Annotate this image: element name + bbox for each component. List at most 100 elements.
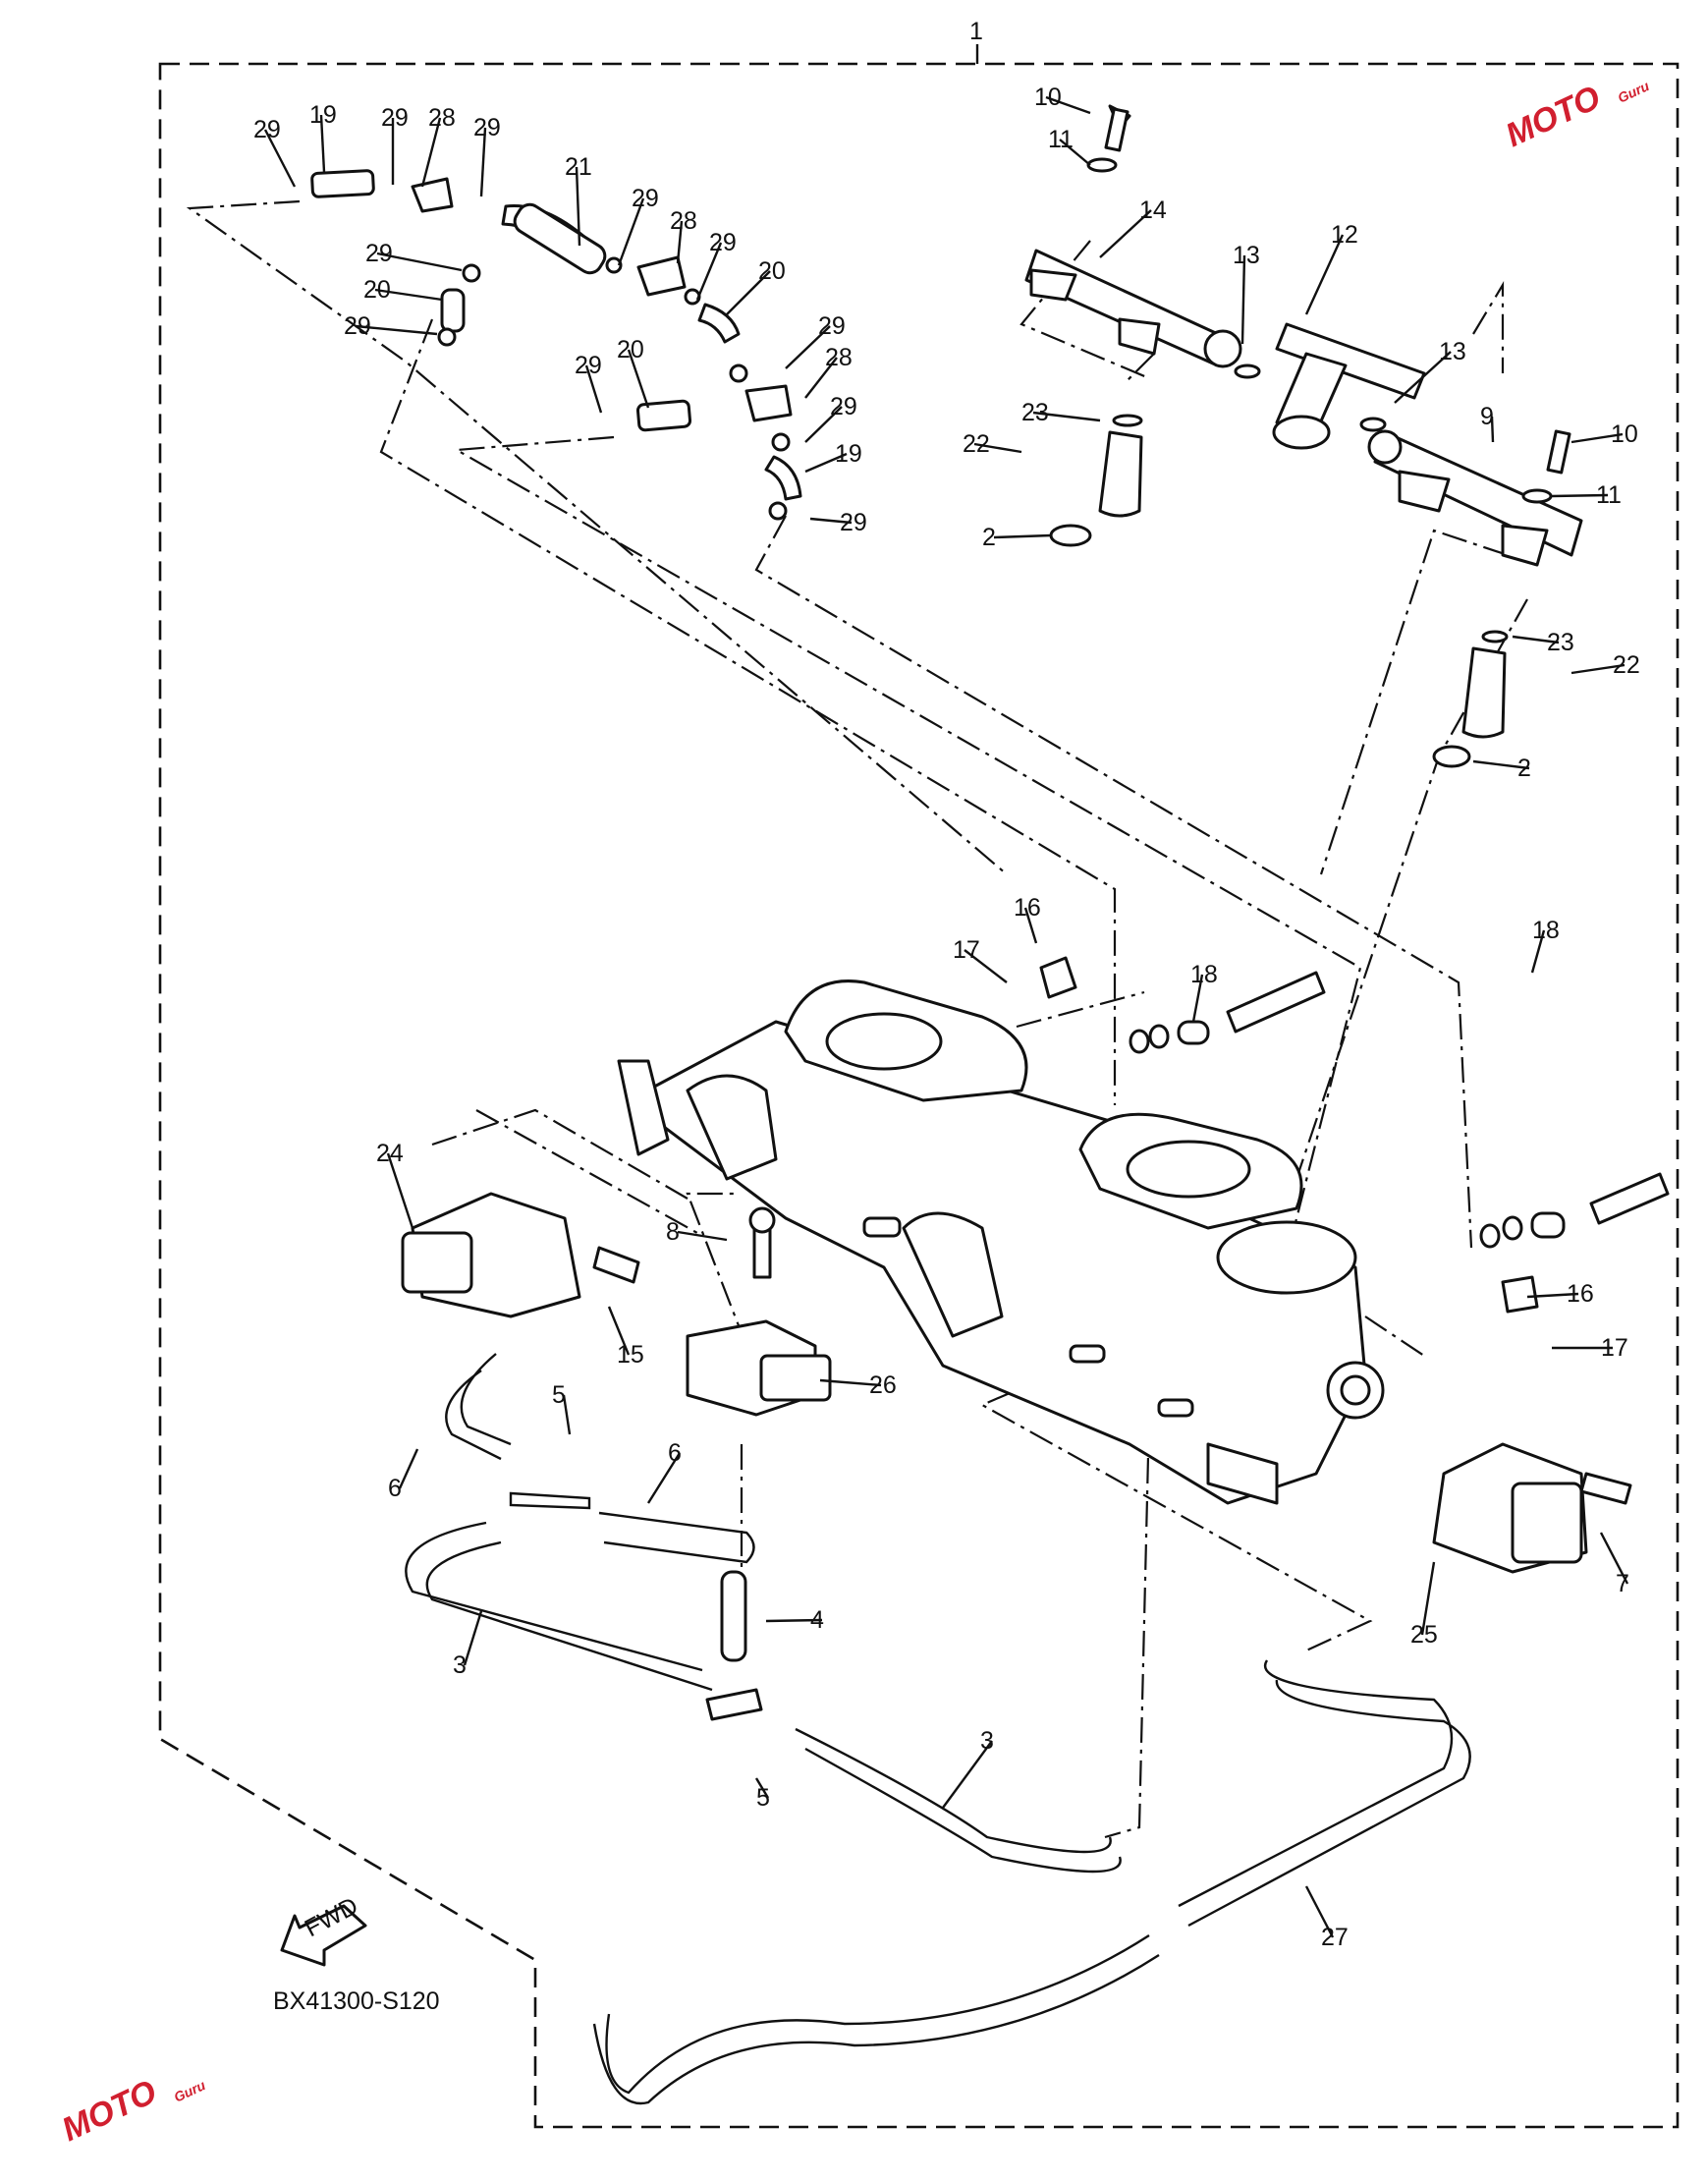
callout-leader <box>1570 432 1624 444</box>
callout-leader <box>964 949 1008 983</box>
part-number-label: 29 <box>709 229 737 256</box>
fuel-hose-cluster <box>310 169 802 521</box>
callout-leader <box>809 517 853 525</box>
part-number-label: 28 <box>825 344 853 371</box>
part-number-label: 12 <box>1331 221 1358 249</box>
callout-leader <box>617 197 645 266</box>
part-number-label: 22 <box>1613 651 1640 679</box>
part-number-label: 28 <box>670 207 697 235</box>
part-number-label: 16 <box>1014 894 1041 922</box>
part-number-label: 8 <box>666 1218 680 1246</box>
part-number-label: 29 <box>840 509 867 536</box>
callout-leader <box>1394 351 1452 404</box>
part-number-label: 2 <box>1517 755 1531 782</box>
part-number-label: 10 <box>1611 420 1638 448</box>
part-number-label: 6 <box>388 1475 402 1502</box>
part-number-label: 9 <box>1480 403 1494 430</box>
callout-leader <box>1099 209 1152 258</box>
callout-leader <box>584 364 603 414</box>
part-number-label: 19 <box>835 440 862 468</box>
part-number-label: 19 <box>309 101 337 129</box>
callout-leader <box>1526 1292 1579 1299</box>
part-number-label: 11 <box>1596 481 1622 509</box>
callout-leader <box>942 1740 993 1809</box>
sub-throttle-sensor <box>1432 1442 1632 1574</box>
callout-leader <box>646 1452 682 1504</box>
part-number-label: 4 <box>810 1606 824 1634</box>
part-number-label: 18 <box>1532 917 1560 944</box>
watermark-bottom-sub: Guru <box>172 2077 208 2105</box>
part-number-label: 15 <box>617 1341 644 1369</box>
callout-leader <box>562 1394 572 1435</box>
part-number-label: 10 <box>1034 84 1062 111</box>
callout-leader <box>1023 907 1038 944</box>
callout-leader <box>420 117 442 188</box>
forward-arrow-icon: FWD <box>280 1892 367 1967</box>
part-number-label: 3 <box>980 1727 994 1755</box>
part-number-label: 28 <box>428 104 456 132</box>
part-number-label: 29 <box>253 116 281 143</box>
part-number-label: 25 <box>1410 1621 1438 1649</box>
callout-leader <box>1059 139 1091 166</box>
part-number-label: 13 <box>1439 338 1466 365</box>
part-number-label: 29 <box>632 185 659 212</box>
part-number-label: 17 <box>953 936 980 964</box>
part-number-label: 6 <box>668 1439 682 1467</box>
callout-leader <box>1570 663 1625 675</box>
callout-leader <box>785 325 831 369</box>
part-number-label: 26 <box>869 1371 897 1399</box>
watermark-top-sub: Guru <box>1616 78 1652 106</box>
callout-leader <box>1045 95 1091 115</box>
callout-leader <box>695 242 723 301</box>
callout-leader <box>1240 254 1246 345</box>
callout-leader <box>1512 635 1560 644</box>
callout-leader <box>376 252 463 272</box>
part-number-label: 24 <box>376 1140 404 1167</box>
callout-leader <box>1420 1561 1436 1636</box>
idle-adjust-screws <box>1039 956 1670 1314</box>
callout-leader <box>1599 1532 1629 1585</box>
part-number-label: 14 <box>1139 196 1167 224</box>
callout-leader <box>819 1378 882 1387</box>
callout-leader <box>765 1618 823 1623</box>
assembly-number-label: 1 <box>969 18 983 45</box>
part-number-label: 29 <box>575 352 602 379</box>
callout-leader <box>993 533 1052 539</box>
part-number-label: 29 <box>830 393 857 420</box>
part-number-label: 16 <box>1567 1280 1594 1308</box>
part-number-label: 13 <box>1233 242 1260 269</box>
callout-leader <box>1032 411 1101 422</box>
part-number-label: 2 <box>982 524 996 551</box>
assembly-boundary <box>158 62 1680 2129</box>
part-number-label: 20 <box>617 336 644 364</box>
part-number-label: 20 <box>363 276 391 304</box>
part-number-label: 29 <box>818 312 846 340</box>
callout-leader <box>575 166 581 247</box>
callout-leader <box>374 288 443 302</box>
part-number-label: 5 <box>552 1381 566 1409</box>
callout-leader <box>1551 493 1609 498</box>
part-number-label: 22 <box>963 430 990 458</box>
callout-leader <box>1472 759 1530 770</box>
callout-leader <box>627 349 650 409</box>
callout-leader <box>726 270 771 315</box>
throttle-position-sensor <box>401 1192 640 1318</box>
diagram-code: BX41300-S120 <box>273 1987 440 2015</box>
watermark-bottom: MOTO <box>56 2073 162 2149</box>
part-number-label: 17 <box>1601 1334 1628 1362</box>
part-number-label: 7 <box>1616 1570 1629 1597</box>
fuel-injector-left <box>1049 414 1143 547</box>
fuel-injector-right <box>1432 630 1509 768</box>
part-number-label: 23 <box>1547 629 1574 656</box>
callout-leader <box>804 357 838 399</box>
callout-leader <box>479 127 487 197</box>
callout-leader <box>1490 416 1495 443</box>
part-number-label: 5 <box>756 1784 770 1812</box>
callout-leader <box>463 1610 483 1666</box>
part-number-label: 27 <box>1321 1924 1349 1951</box>
callout-leader <box>1304 1885 1335 1938</box>
callout-leader <box>677 1230 728 1242</box>
part-number-label: 11 <box>1048 126 1074 153</box>
